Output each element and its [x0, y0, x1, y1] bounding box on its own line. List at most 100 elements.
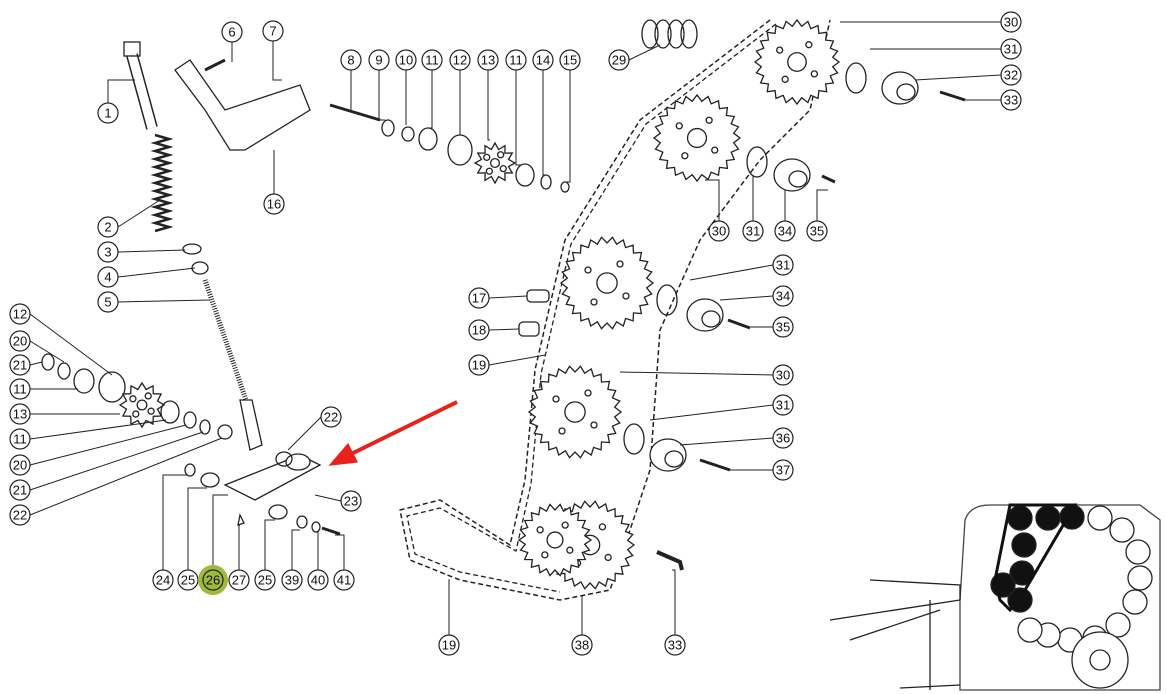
callout-17[interactable]: 17 — [468, 287, 528, 309]
callout-35[interactable]: 35 — [806, 189, 828, 242]
callout-31[interactable]: 31 — [870, 38, 1022, 60]
callout-19[interactable]: 19 — [438, 579, 460, 656]
callout-23[interactable]: 23 — [314, 490, 362, 512]
callout-4[interactable]: 4 — [97, 266, 196, 288]
callout-21[interactable]: 21 — [9, 354, 43, 376]
callout-number: 39 — [285, 573, 299, 588]
sprocket-top-hub — [787, 52, 807, 72]
callout-18[interactable]: 18 — [468, 319, 520, 341]
leader-line — [314, 494, 342, 502]
callout-11[interactable]: 11 — [9, 419, 167, 450]
callout-37[interactable]: 37 — [730, 459, 794, 481]
callout-circle — [9, 303, 31, 325]
callout-41[interactable]: 41 — [333, 534, 355, 591]
callout-32[interactable]: 32 — [914, 64, 1022, 86]
callout-12[interactable]: 12 — [9, 303, 113, 376]
callout-5[interactable]: 5 — [97, 291, 211, 313]
leader-line — [488, 354, 546, 366]
callout-6[interactable]: 6 — [221, 21, 243, 62]
callout-circle — [772, 316, 794, 338]
callout-30[interactable]: 30 — [619, 364, 794, 386]
callout-40[interactable]: 40 — [307, 531, 329, 591]
callout-21[interactable]: 21 — [9, 431, 204, 501]
leader-line — [649, 404, 774, 421]
callout-8[interactable]: 8 — [340, 49, 362, 110]
callout-12[interactable]: 12 — [449, 49, 471, 135]
callout-22[interactable]: 22 — [9, 437, 223, 526]
callout-31[interactable]: 31 — [742, 175, 764, 242]
callout-33[interactable]: 33 — [965, 89, 1022, 111]
callout-circle — [1000, 38, 1022, 60]
leader-line — [287, 416, 322, 451]
callout-20[interactable]: 20 — [9, 424, 187, 476]
callout-13[interactable]: 13 — [9, 403, 120, 425]
callout-11[interactable]: 11 — [505, 49, 527, 166]
sprocket-5b-hub — [546, 531, 564, 549]
callout-31[interactable]: 31 — [649, 394, 794, 421]
callout-circle — [772, 394, 794, 416]
callout-25[interactable]: 25 — [254, 519, 276, 591]
callout-circle — [152, 569, 174, 591]
callout-3[interactable]: 3 — [97, 241, 186, 263]
callout-36[interactable]: 36 — [679, 427, 794, 449]
sprocket-2-hole — [705, 116, 713, 124]
callout-1[interactable]: 1 — [97, 79, 135, 124]
callout-circle — [263, 193, 285, 215]
callout-24[interactable]: 24 — [152, 474, 188, 591]
bushing-32 — [881, 71, 919, 105]
callout-7[interactable]: 7 — [262, 20, 284, 81]
callout-circle — [395, 49, 417, 71]
drawbar — [829, 579, 961, 690]
callout-circle — [228, 569, 250, 591]
washer-20 — [57, 362, 71, 380]
callout-number: 12 — [13, 307, 27, 322]
callout-number: 26 — [206, 573, 220, 588]
callout-31[interactable]: 31 — [689, 254, 794, 281]
callout-30[interactable]: 30 — [705, 179, 730, 242]
callout-15[interactable]: 15 — [559, 49, 581, 183]
callout-9[interactable]: 9 — [368, 49, 390, 121]
callout-26[interactable]: 26 — [198, 494, 228, 595]
callout-27[interactable]: 27 — [228, 524, 250, 591]
callout-circle — [772, 364, 794, 386]
callout-30[interactable]: 30 — [840, 11, 1022, 33]
callout-circle — [477, 49, 499, 71]
callout-34[interactable]: 34 — [719, 285, 794, 307]
leader-line — [212, 494, 228, 570]
sprocket-top-hole — [776, 46, 784, 54]
red-arrow-head — [328, 442, 358, 466]
sprocket-top-hole — [805, 41, 813, 49]
callout-35[interactable]: 35 — [750, 316, 794, 338]
shim-29 — [680, 19, 698, 49]
callout-20[interactable]: 20 — [9, 330, 65, 363]
callout-22[interactable]: 22 — [287, 406, 342, 451]
callout-25[interactable]: 25 — [177, 487, 207, 591]
roller-highlighted — [1011, 532, 1037, 558]
shim-29 — [641, 19, 659, 49]
sprocket-3 — [559, 236, 655, 330]
callout-39[interactable]: 39 — [281, 529, 303, 591]
callout-number: 11 — [425, 53, 439, 68]
callout-2[interactable]: 2 — [97, 199, 161, 238]
callout-16[interactable]: 16 — [263, 150, 285, 215]
callout-number: 7 — [269, 24, 276, 39]
sprocket-4 — [527, 365, 623, 459]
callout-number: 10 — [399, 53, 413, 68]
callout-10[interactable]: 10 — [395, 49, 417, 125]
bushing-25b — [268, 504, 288, 520]
callout-38[interactable]: 38 — [571, 595, 593, 656]
callout-circle — [9, 403, 31, 425]
callout-34[interactable]: 34 — [774, 190, 796, 242]
bushing-34 — [773, 158, 811, 192]
callout-33[interactable]: 33 — [664, 569, 686, 656]
callout-29[interactable]: 29 — [608, 44, 661, 71]
callout-circle — [9, 354, 31, 376]
callout-11[interactable]: 11 — [421, 49, 443, 129]
callout-13[interactable]: 13 — [477, 49, 499, 141]
sprocket-5-hole — [604, 553, 612, 562]
callout-19[interactable]: 19 — [468, 354, 546, 376]
callout-circle — [559, 49, 581, 71]
callout-14[interactable]: 14 — [532, 49, 554, 176]
callout-11[interactable]: 11 — [9, 378, 78, 400]
bushing-36-bore — [664, 450, 684, 468]
